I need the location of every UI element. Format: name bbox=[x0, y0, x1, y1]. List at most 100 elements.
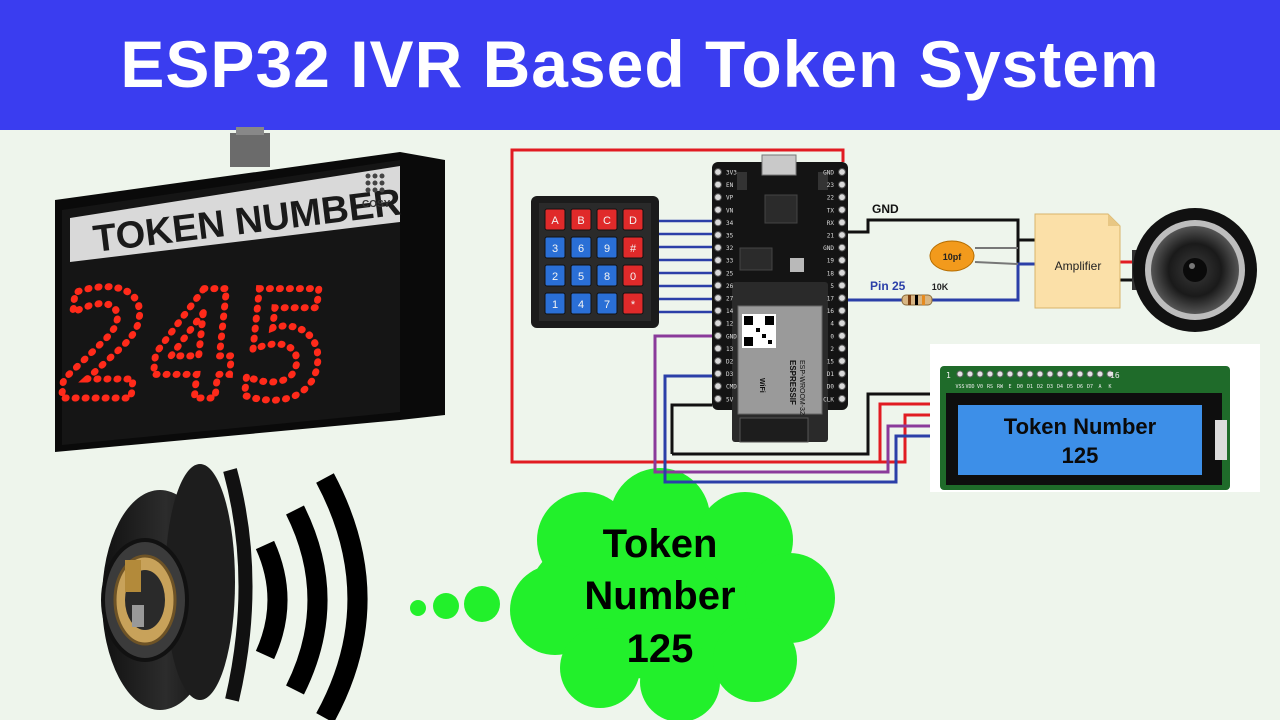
speech-line-2: Number bbox=[584, 574, 735, 618]
esp-pin bbox=[838, 306, 846, 315]
esp-pin bbox=[714, 268, 722, 277]
esp-pin bbox=[838, 168, 846, 176]
esp-pin bbox=[714, 331, 722, 340]
esp-pin-label: CLK bbox=[823, 396, 834, 403]
esp-pin-label: VN bbox=[726, 207, 734, 214]
svg-text:A: A bbox=[551, 215, 559, 227]
esp-pin bbox=[838, 281, 846, 290]
esp-pin bbox=[714, 369, 722, 378]
lcd-pin-label: E bbox=[1008, 384, 1011, 390]
esp-pin bbox=[838, 243, 846, 252]
esp-pin-label: RX bbox=[827, 220, 835, 227]
capacitor-10pf: 10pf bbox=[929, 240, 975, 272]
esp-model: ESP-WROOM-32 bbox=[798, 360, 805, 415]
lcd-pin-label: VSS bbox=[955, 384, 964, 390]
esp-pin-label: 21 bbox=[827, 233, 835, 240]
esp-pin bbox=[838, 231, 846, 239]
svg-text:9: 9 bbox=[604, 243, 610, 255]
esp-pin bbox=[714, 357, 722, 365]
keypad-key: # bbox=[622, 236, 644, 259]
lcd-pin bbox=[1076, 370, 1084, 378]
sound-waves-icon bbox=[255, 473, 368, 720]
circuit-wires bbox=[510, 148, 1142, 484]
esp-pin-label: 13 bbox=[726, 346, 734, 353]
lcd-pin-label: D1 bbox=[1027, 384, 1033, 390]
output-speaker-icon bbox=[1132, 208, 1257, 332]
svg-text:B: B bbox=[577, 215, 584, 227]
svg-text:0: 0 bbox=[630, 271, 636, 283]
esp-brand: ESPRESSIF bbox=[788, 360, 797, 405]
lcd-pin bbox=[976, 370, 984, 378]
keypad-key: 0 bbox=[622, 264, 644, 287]
esp-pin-label: 27 bbox=[726, 296, 734, 303]
board-brand-logo: COSY bbox=[362, 173, 391, 210]
resistor-10k: 10K bbox=[901, 282, 949, 306]
esp-pin-label: 4 bbox=[830, 321, 834, 328]
speech-line-3: 125 bbox=[627, 627, 694, 671]
esp32-board: WiFi ESPRESSIF ESP-WROOM-32 3V3ENVPVN343… bbox=[712, 154, 848, 443]
esp-pin-label: 17 bbox=[827, 296, 835, 303]
esp-pin-label: 34 bbox=[726, 220, 734, 227]
lcd-pin-label: D4 bbox=[1057, 384, 1063, 390]
svg-text:10pf: 10pf bbox=[943, 252, 963, 262]
lcd-pin bbox=[1096, 370, 1104, 378]
esp-pin bbox=[714, 382, 722, 391]
esp-pin bbox=[838, 382, 846, 391]
keypad-key: D bbox=[622, 208, 644, 231]
esp-pin-label: GND bbox=[823, 170, 834, 177]
esp-pin bbox=[838, 268, 846, 277]
lcd-screen bbox=[958, 405, 1202, 475]
lcd-pin bbox=[986, 370, 994, 378]
esp-pin bbox=[838, 394, 846, 403]
svg-text:COSY: COSY bbox=[362, 199, 391, 210]
lcd-pin-label: K bbox=[1108, 384, 1111, 390]
lcd-pin bbox=[1056, 370, 1064, 378]
esp-pin-label: 22 bbox=[827, 195, 835, 202]
esp-pin-label: 14 bbox=[726, 308, 734, 315]
keypad-key: B bbox=[570, 208, 592, 231]
svg-text:16: 16 bbox=[1110, 371, 1120, 380]
esp32-pin-headers: 3V3ENVPVN343532332526271412GND13D2D3CMD5… bbox=[714, 168, 846, 403]
esp-pin bbox=[838, 357, 846, 365]
esp-pin bbox=[714, 218, 722, 227]
lcd-pin-label: RW bbox=[997, 384, 1004, 390]
esp-pin-label: GND bbox=[726, 333, 737, 340]
svg-text:*: * bbox=[631, 299, 636, 311]
esp-pin bbox=[838, 294, 846, 302]
esp-pin bbox=[714, 306, 722, 315]
lcd-pin-label: D0 bbox=[1017, 384, 1023, 390]
lcd-pin-label: D2 bbox=[1037, 384, 1043, 390]
lcd-pin bbox=[996, 370, 1004, 378]
lcd-pin-label: D3 bbox=[1047, 384, 1053, 390]
esp-pin-label: 16 bbox=[827, 308, 835, 315]
svg-text:1: 1 bbox=[946, 371, 951, 380]
esp-pin bbox=[838, 369, 846, 378]
lcd-pin bbox=[1036, 370, 1044, 378]
keypad-key: 2 bbox=[544, 264, 566, 287]
pin25-label: Pin 25 bbox=[870, 279, 906, 293]
esp-pin bbox=[838, 193, 846, 202]
title-banner: ESP32 IVR Based Token System bbox=[0, 0, 1280, 130]
lcd-line-1: Token Number bbox=[1004, 414, 1157, 439]
svg-text:8: 8 bbox=[604, 271, 610, 283]
esp-pin bbox=[714, 256, 722, 265]
speech-bubble: Token Number 125 bbox=[410, 468, 835, 720]
esp-pin-label: CMD bbox=[726, 384, 737, 391]
esp-pin bbox=[714, 281, 722, 290]
esp-pin-label: D3 bbox=[726, 371, 734, 378]
lcd-pin bbox=[966, 370, 974, 378]
page-title: ESP32 IVR Based Token System bbox=[120, 27, 1160, 101]
keypad-key: 6 bbox=[570, 236, 592, 259]
esp-pin bbox=[714, 168, 722, 176]
esp-pin bbox=[838, 319, 846, 328]
keypad-key: C bbox=[596, 208, 618, 231]
lcd-pin-label: D7 bbox=[1087, 384, 1093, 390]
esp-pin-label: 26 bbox=[726, 283, 734, 290]
svg-text:7: 7 bbox=[604, 299, 610, 311]
esp-pin bbox=[838, 344, 846, 353]
esp-pin-label: 12 bbox=[726, 321, 734, 328]
lcd-pin-label: RS bbox=[987, 384, 993, 390]
esp-pin bbox=[714, 231, 722, 239]
